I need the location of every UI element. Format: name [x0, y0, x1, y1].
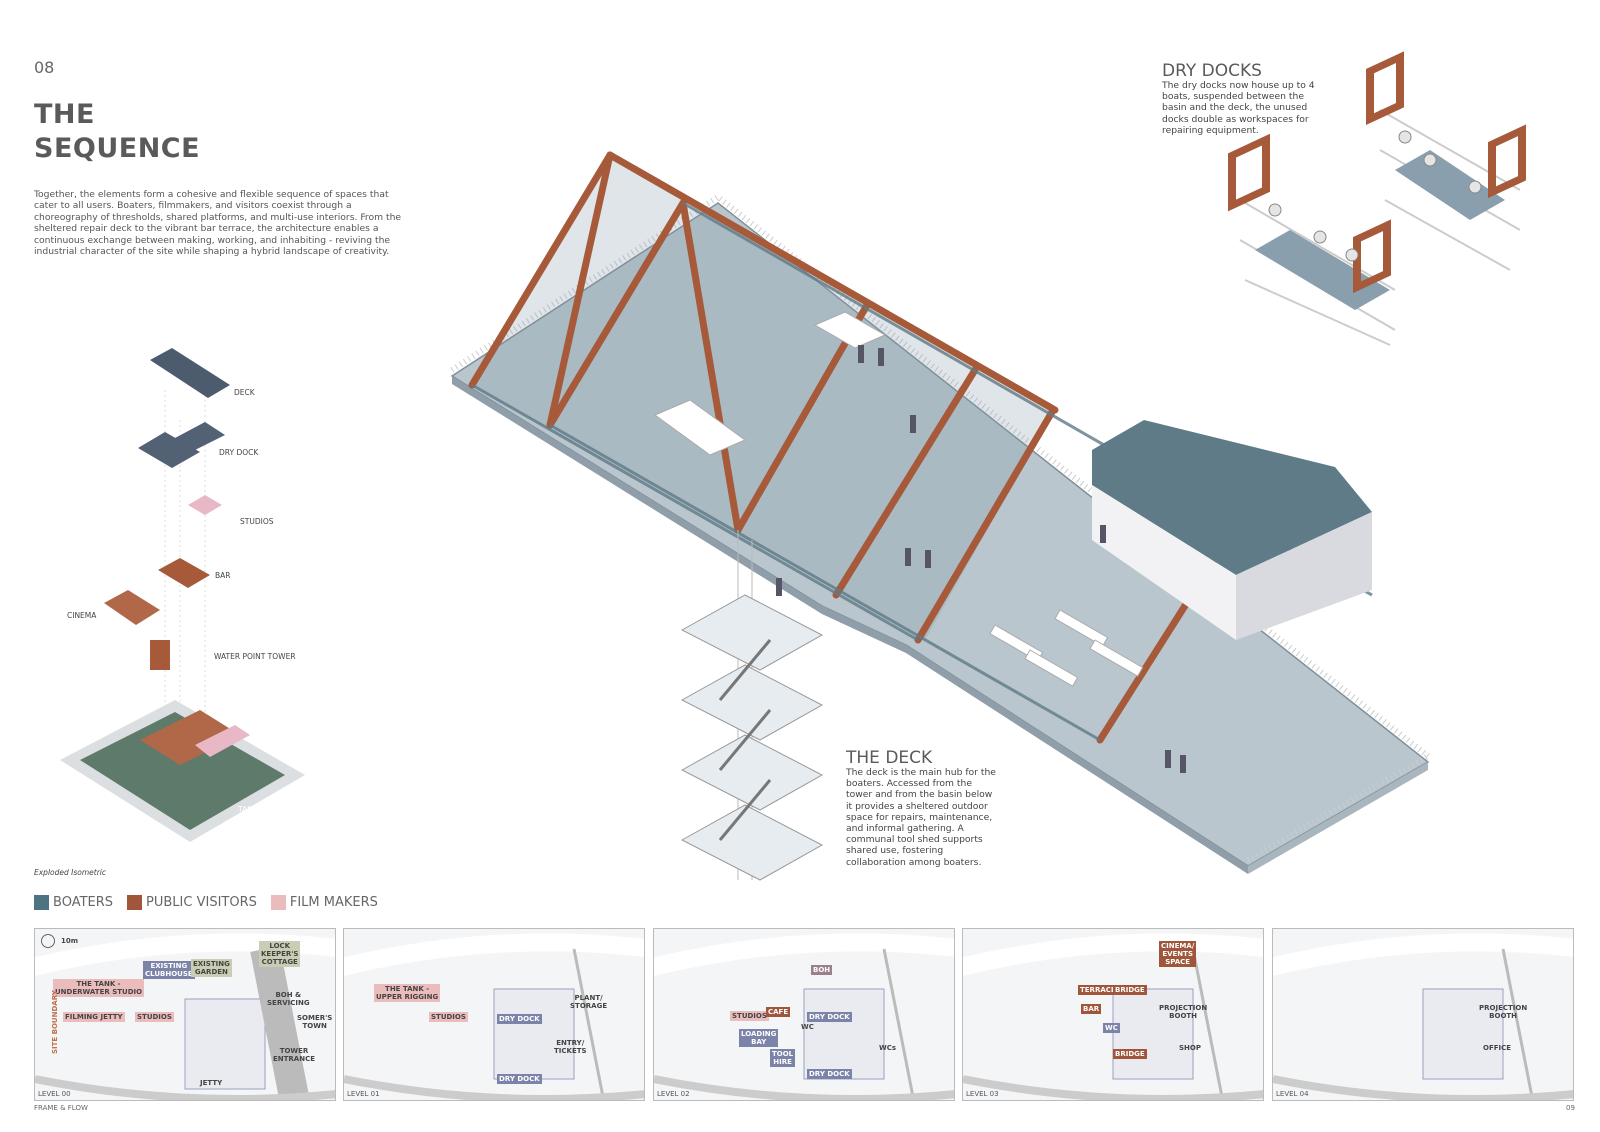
title-line-2: SEQUENCE: [34, 133, 201, 164]
plan-background: [963, 933, 1263, 1100]
plan-label: PROJECTION BOOTH: [1159, 1004, 1208, 1020]
plan-label: DRY DOCK: [497, 1014, 542, 1024]
dry-docks-drawing: [1228, 51, 1526, 346]
plan-level-label: LEVEL 02: [657, 1090, 690, 1098]
plan-level-label: LEVEL 01: [347, 1090, 380, 1098]
plan-label: BOH: [811, 965, 833, 975]
legend-item-public-visitors: PUBLIC VISITORS: [127, 895, 257, 910]
plan-label: WC: [1103, 1023, 1120, 1033]
film-makers-swatch: [270, 895, 286, 910]
exploded-label-deck: DECK: [234, 388, 255, 397]
footer-left: FRAME & FLOW: [34, 1104, 88, 1112]
plan-label: SOMER'S TOWN: [297, 1014, 333, 1030]
plan-label: JETTY: [200, 1079, 223, 1087]
public-visitors-swatch: [127, 895, 143, 910]
plan-label: LOADING BAY: [739, 1029, 779, 1047]
legend: BOATERS PUBLIC VISITORS FILM MAKERS: [34, 895, 378, 910]
plan-background: [344, 933, 644, 1100]
dry-docks-text: The dry docks now house up to 4 boats, s…: [1162, 80, 1315, 136]
plan-label: FILMING JETTY: [63, 1012, 125, 1022]
plan-background: [1273, 933, 1573, 1100]
dry-docks-section: DRY DOCKS The dry docks now house up to …: [1162, 63, 1327, 136]
exploded-caption: Exploded Isometric: [34, 868, 106, 877]
deck-text: The deck is the main hub for the boaters…: [846, 767, 996, 868]
plan-label: STUDIOS: [135, 1012, 174, 1022]
plan-label: THE TANK - UPPER RIGGING: [374, 984, 441, 1002]
floor-plan-level-4: PROJECTION BOOTH OFFICE LEVEL 04: [1272, 928, 1574, 1101]
plan-label: WC: [801, 1023, 814, 1031]
legend-item-film-makers: FILM MAKERS: [270, 895, 378, 910]
stair-tower-drawing: [680, 530, 824, 881]
main-deck-drawing: [450, 151, 1430, 874]
plan-label: THE TANK - UNDERWATER STUDIO: [53, 979, 145, 997]
exploded-label-tank: TANK: [238, 805, 258, 814]
plan-label: BRIDGE: [1113, 1049, 1147, 1059]
plan-label: SITE BOUNDARY: [51, 990, 59, 1054]
plan-label: PLANT/ STORAGE: [570, 994, 608, 1010]
plan-label: ENTRY/ TICKETS: [554, 1039, 587, 1055]
plan-label: TOWER ENTRANCE: [273, 1047, 315, 1063]
plan-label: PROJECTION BOOTH: [1479, 1004, 1528, 1020]
plan-background: [35, 933, 335, 1100]
legend-label: PUBLIC VISITORS: [146, 895, 257, 910]
plan-level-label: LEVEL 04: [1276, 1090, 1309, 1098]
plan-label: LOCK KEEPER'S COTTAGE: [259, 941, 301, 967]
footer-right: 09: [1566, 1104, 1575, 1112]
deck-heading: THE DECK: [846, 748, 933, 768]
exploded-label-bar: BAR: [215, 571, 231, 580]
plan-label: STUDIOS: [730, 1011, 769, 1021]
legend-label: BOATERS: [53, 895, 114, 910]
plan-label: WCs: [879, 1044, 897, 1052]
plan-label: CINEMA/ EVENTS SPACE: [1159, 941, 1197, 967]
plan-label: EXISTING GARDEN: [191, 959, 232, 977]
plan-label: BAR: [1081, 1004, 1102, 1014]
plan-label: CAFE: [766, 1007, 791, 1017]
exploded-label-dry-dock: DRY DOCK: [219, 448, 259, 457]
boaters-swatch: [34, 895, 49, 910]
plan-label: TERRACE: [1078, 985, 1118, 995]
plan-label: EXISTING CLUBHOUSE: [143, 961, 195, 979]
floor-plan-level-1: THE TANK - UPPER RIGGING PLANT/ STORAGE ST…: [343, 928, 645, 1101]
plan-label: OFFICE: [1483, 1044, 1512, 1052]
plan-label: BOH & SERVICING: [267, 991, 310, 1007]
exploded-label-cinema: CINEMA: [67, 611, 97, 620]
exploded-isometric-drawing: [60, 348, 305, 842]
legend-label: FILM MAKERS: [289, 895, 378, 910]
plan-label: DRY DOCK: [807, 1012, 852, 1022]
plan-level-label: LEVEL 00: [38, 1090, 71, 1098]
page-title: THE SEQUENCE: [34, 98, 200, 166]
deck-section: THE DECK The deck is the main hub for th…: [846, 750, 1001, 868]
north-arrow-icon: [41, 934, 55, 948]
dry-docks-heading: DRY DOCKS: [1162, 61, 1262, 81]
scale-bar-label: 10m: [61, 937, 79, 945]
plan-background: [654, 933, 954, 1100]
exploded-label-studios: STUDIOS: [240, 517, 274, 526]
plan-label: STUDIOS: [429, 1012, 468, 1022]
page-number: 08: [34, 58, 55, 77]
plan-level-label: LEVEL 03: [966, 1090, 999, 1098]
plan-label: DRY DOCK: [497, 1074, 542, 1084]
plan-label: BRIDGE: [1113, 985, 1147, 995]
plan-label: TOOL HIRE: [770, 1049, 796, 1067]
plan-label: DRY DOCK: [807, 1069, 852, 1079]
plan-label: SHOP: [1179, 1044, 1201, 1052]
title-line-1: THE: [34, 99, 95, 130]
exploded-label-water-point-tower: WATER POINT TOWER: [214, 652, 296, 661]
legend-item-boaters: BOATERS: [34, 895, 113, 910]
intro-paragraph: Together, the elements form a cohesive a…: [34, 189, 402, 258]
